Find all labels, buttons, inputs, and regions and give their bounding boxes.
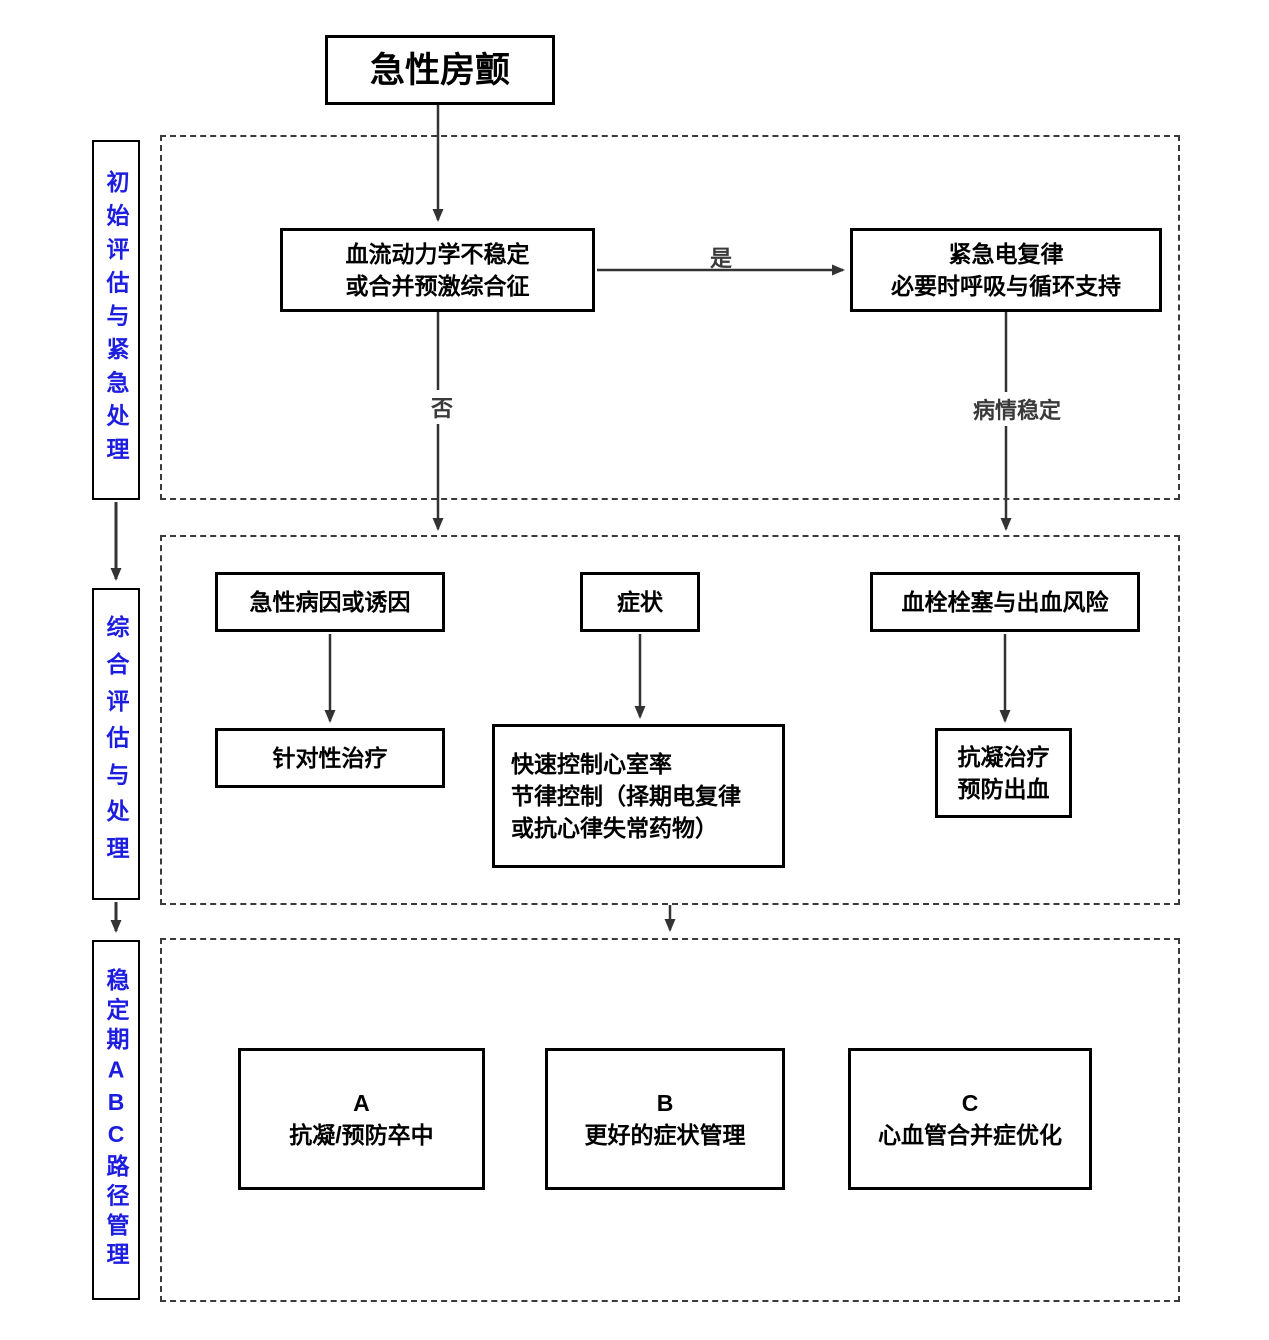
node-pathway-c-comorbidity-optimization: C 心血管合并症优化 [848,1048,1092,1190]
section-abc-pathway [160,938,1180,1302]
section-comprehensive-assessment [160,535,1180,905]
node-acute-cause: 急性病因或诱因 [215,572,445,632]
node-pathway-b-symptom-management: B 更好的症状管理 [545,1048,785,1190]
stage-label-initial: 初始评估与紧急处理 [92,140,140,500]
node-rate-rhythm-control: 快速控制心室率 节律控制（择期电复律 或抗心律失常药物） [492,724,785,868]
edge-label-no: 否 [410,390,474,424]
node-pathway-a-anticoagulation: A 抗凝/预防卒中 [238,1048,485,1190]
stage-label-stable-abc: 稳定期ABC路径管理 [92,940,140,1300]
node-anticoagulation-therapy: 抗凝治疗 预防出血 [935,728,1072,818]
node-thromboembolism-bleeding-risk: 血栓栓塞与出血风险 [870,572,1140,632]
title-box-acute-af: 急性房颤 [325,35,555,105]
edge-label-yes: 是 [709,246,732,271]
node-hemodynamic-unstable: 血流动力学不稳定 或合并预激综合征 [280,228,595,312]
edge-label-condition-stable: 病情稳定 [958,392,1076,426]
section-initial-assessment [160,135,1180,500]
stage-label-comprehensive: 综合评估与处理 [92,588,140,900]
node-symptoms: 症状 [580,572,700,632]
node-emergency-cardioversion: 紧急电复律 必要时呼吸与循环支持 [850,228,1162,312]
node-targeted-treatment: 针对性治疗 [215,728,445,788]
